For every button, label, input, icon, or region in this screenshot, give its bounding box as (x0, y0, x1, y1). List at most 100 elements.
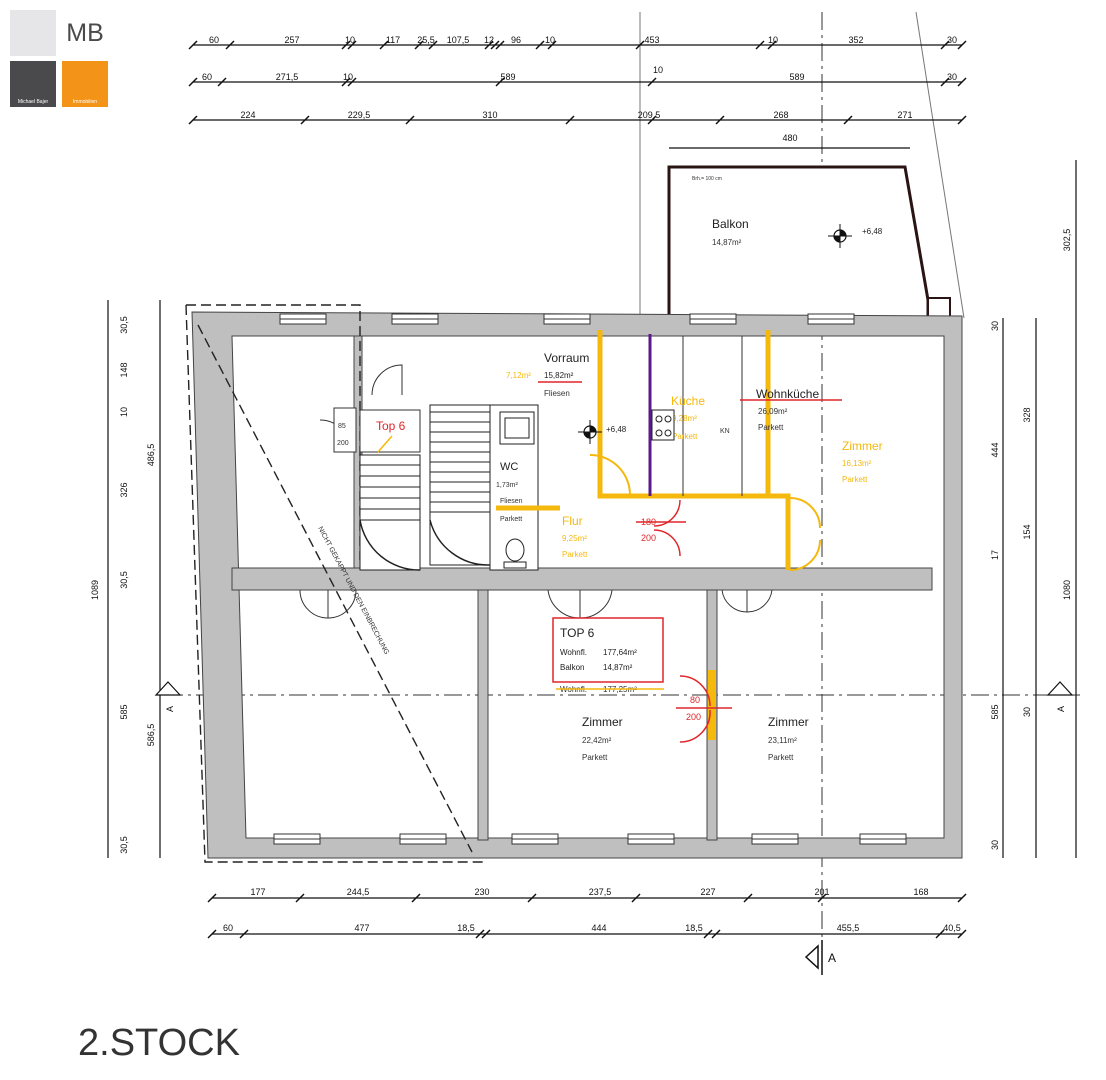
left-dimension-labels: 1089 30,5 148 10 486,5 326 30,5 585 586,… (90, 316, 156, 854)
room-zimmer-s1-area: 22,42m² (582, 736, 612, 745)
room-vorraum-alt-area: 7,12m² (506, 371, 531, 380)
dim-top1: 60 (209, 35, 219, 45)
door-label: 180 (641, 517, 656, 527)
dim-bottom1: 244,5 (347, 887, 370, 897)
dimension-tick (647, 77, 657, 87)
stair-door-labels: 85 200 (333, 407, 357, 453)
room-wohnkueche-area: 26,09m² (758, 407, 788, 416)
dim-top1: 117 (386, 35, 400, 45)
dim-top3: 310 (482, 110, 497, 120)
dim-right: 17 (990, 550, 1000, 560)
logo-light-square (10, 10, 56, 56)
level-marker-icon (828, 224, 852, 248)
dim-top2: 589 (789, 72, 804, 82)
level-marker-icon (578, 420, 602, 444)
stove-icon (651, 409, 675, 441)
dim-left: 30,5 (119, 836, 129, 854)
left-dimension-lines (107, 300, 161, 858)
dim-balcony-width: 480 (782, 133, 797, 143)
dimension-tick (527, 893, 537, 903)
dimension-tick (295, 893, 305, 903)
new-walls (496, 330, 791, 740)
dim-top3: 224 (240, 110, 255, 120)
door-label: 200 (686, 712, 701, 722)
kitchen-code: KN (720, 428, 730, 435)
dim-top2: 60 (202, 72, 212, 82)
room-kueche-floor: Parkett (672, 432, 698, 441)
dim-top1: 257 (284, 35, 299, 45)
section-marker-left: A (154, 681, 182, 712)
dimension-tick (188, 77, 198, 87)
unit-wohnfl-value: 177,64m² (603, 648, 637, 657)
room-zimmer-ne-area: 16,13m² (842, 459, 872, 468)
door-labels: 180 200 80 200 (641, 517, 701, 722)
dim-bottom1: 227 (700, 887, 715, 897)
dim-bottom2: 18,5 (457, 923, 475, 933)
walls (191, 311, 963, 859)
room-wc-floor-new: Parkett (500, 516, 522, 523)
dimension-tick (341, 40, 351, 50)
level-mark-vorraum: +6,48 (606, 425, 627, 434)
dim-left: 148 (119, 362, 129, 377)
logo-owner: Michael Bajer (17, 99, 49, 105)
dim-left: 326 (119, 482, 129, 497)
dimension-tick (495, 40, 505, 50)
section-marker-right: A (1046, 681, 1074, 712)
top-dimension-lines (193, 44, 962, 149)
dim-top1: 352 (848, 35, 863, 45)
dimension-tick (207, 893, 217, 903)
dimension-tick (347, 40, 357, 50)
dimension-tick (957, 115, 967, 125)
floor-title: 2.STOCK (78, 1022, 240, 1064)
dimension-tick (817, 893, 827, 903)
room-wc-floor: Fliesen (500, 498, 523, 505)
logo-company: Immobilien (72, 99, 98, 105)
new-doors (636, 499, 732, 743)
balcony: Brh.= 100 cm Balkon 14,87m² +6,48 (667, 165, 951, 320)
dimension-tick (940, 77, 950, 87)
dim-right: 30 (990, 321, 1000, 331)
bottom-dimension-ticks (207, 893, 967, 939)
room-vorraum-floor: Fliesen (544, 389, 570, 398)
door-label: 85 (338, 423, 346, 430)
logo-initials: MB (62, 10, 108, 56)
dim-top1: 10 (768, 35, 778, 45)
company-logo: MB Michael Bajer Immobilien (0, 0, 115, 112)
room-flur-area: 9,25m² (562, 534, 587, 543)
dim-left: 585 (119, 704, 129, 719)
dim-top1: 96 (511, 35, 521, 45)
dim-top1: 30 (947, 35, 957, 45)
dimension-tick (207, 929, 217, 939)
dim-bottom2: 18,5 (685, 923, 703, 933)
axis-lines (165, 11, 1080, 970)
room-zimmer-s2-floor: Parkett (768, 753, 794, 762)
room-flur-name: Flur (562, 514, 583, 528)
dim-bottom2: 444 (591, 923, 606, 933)
dim-bottom2: 40,5 (943, 923, 961, 933)
right-dimension-labels: 302,5 1080 30 328 444 154 17 585 30 30 (990, 229, 1072, 850)
dim-right: 328 (1022, 407, 1032, 422)
dim-left: 486,5 (146, 444, 156, 467)
dimension-tick (405, 115, 415, 125)
dimension-tick (347, 77, 357, 87)
dimension-tick (481, 929, 491, 939)
dimension-tick (940, 40, 950, 50)
room-vorraum-name: Vorraum (544, 351, 589, 365)
room-zimmer-s1-floor: Parkett (582, 753, 608, 762)
dim-bottom2: 455,5 (837, 923, 860, 933)
dim-left-outer: 1089 (90, 580, 100, 600)
dimension-tick (188, 115, 198, 125)
section-marker-bottom: A (804, 940, 836, 975)
dim-left: 30,5 (119, 316, 129, 334)
door-label: 200 (337, 440, 349, 447)
logo-dark-square: Michael Bajer (10, 61, 56, 107)
unit-balkon-label: Balkon (560, 663, 584, 672)
door-label: 80 (690, 695, 700, 705)
dimension-tick (475, 929, 485, 939)
room-zimmer-s2-name: Zimmer (768, 715, 809, 729)
dim-right: 444 (990, 442, 1000, 457)
dimension-tick (414, 40, 424, 50)
dimension-tick (484, 40, 494, 50)
dimension-tick (188, 40, 198, 50)
